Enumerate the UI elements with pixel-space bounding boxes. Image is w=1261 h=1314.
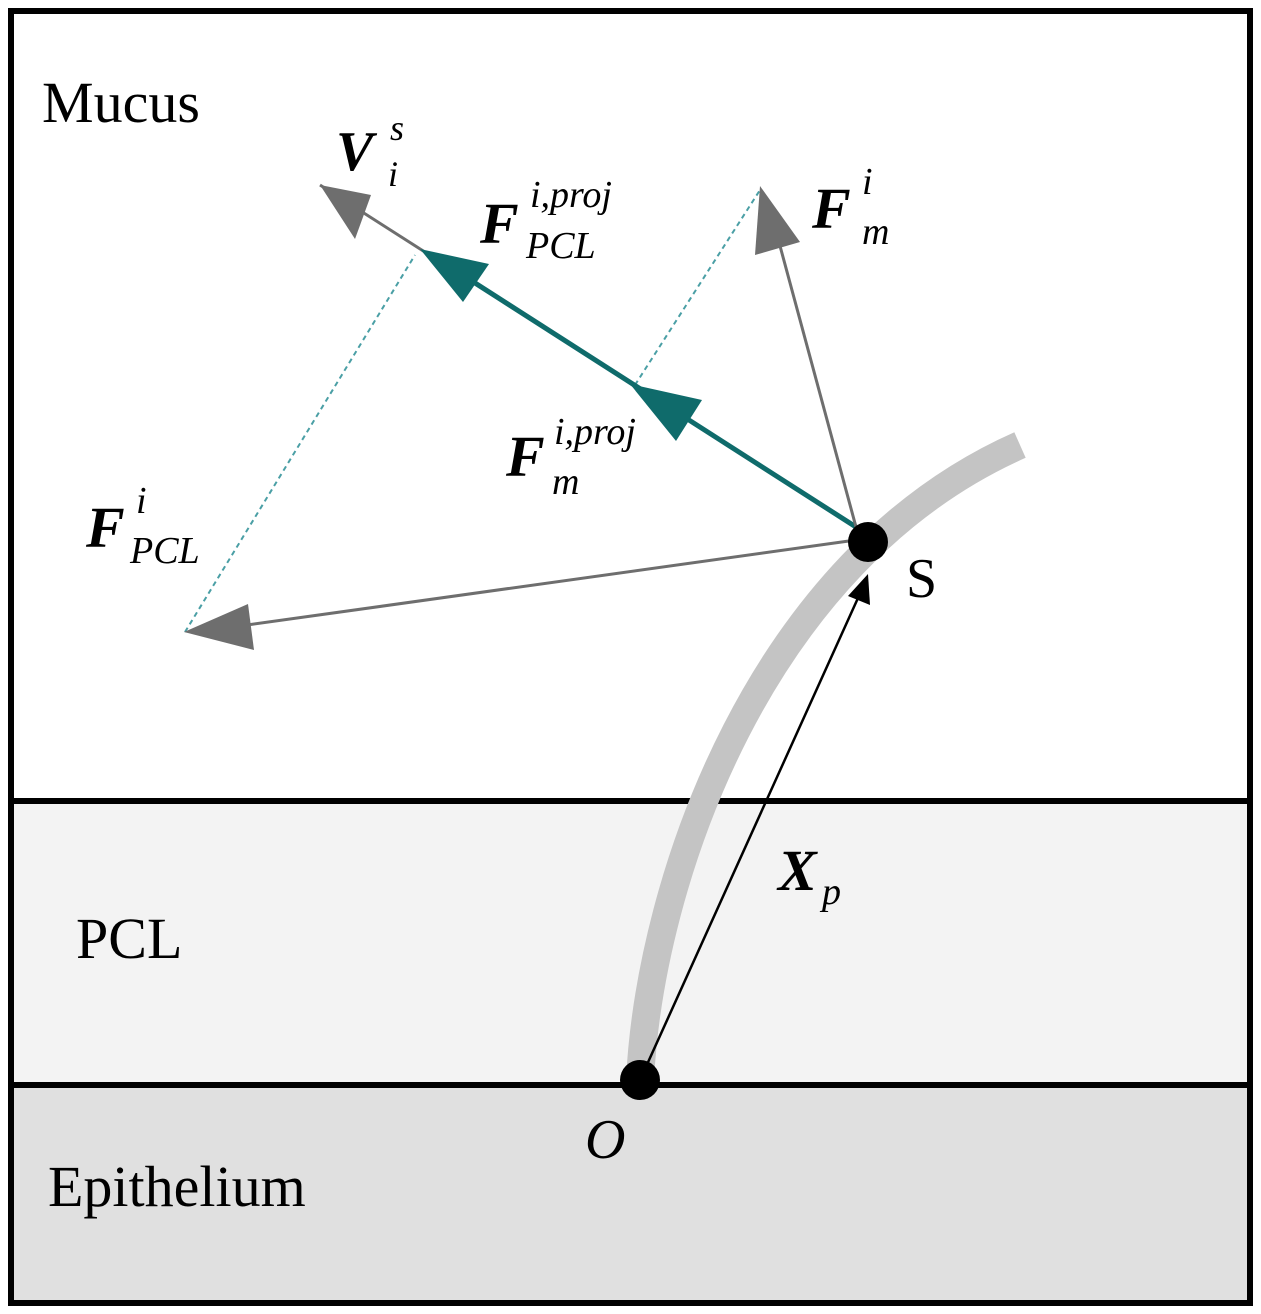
point-o-marker bbox=[620, 1060, 660, 1100]
label-x-p: X p bbox=[776, 838, 841, 913]
region-label-mucus: Mucus bbox=[42, 70, 200, 135]
svg-text:F: F bbox=[479, 191, 519, 256]
xp-vector-head bbox=[848, 574, 870, 605]
mucus-layer bbox=[11, 11, 1250, 801]
velocity-vector-head bbox=[320, 185, 371, 239]
svg-text:F: F bbox=[85, 495, 125, 560]
svg-text:i: i bbox=[388, 154, 398, 194]
point-o-label: O bbox=[585, 1109, 625, 1171]
fm-vector-arrow bbox=[771, 219, 858, 528]
svg-text:i: i bbox=[862, 161, 873, 203]
label-f-m-proj: F i,proj m bbox=[505, 411, 636, 503]
region-label-pcl: PCL bbox=[76, 906, 182, 971]
svg-text:i: i bbox=[136, 480, 147, 522]
projection-line-m bbox=[634, 189, 761, 386]
label-f-pcl-proj: F i,proj PCL bbox=[479, 174, 612, 267]
fpcl-proj-arrow-head bbox=[420, 249, 489, 302]
svg-text:PCL: PCL bbox=[129, 530, 200, 572]
region-label-epithelium: Epithelium bbox=[48, 1154, 306, 1219]
svg-text:i,proj: i,proj bbox=[554, 411, 636, 453]
fm-proj-arrow-head bbox=[630, 384, 702, 441]
svg-text:V: V bbox=[336, 121, 378, 183]
fm-vector-head bbox=[755, 186, 800, 255]
svg-text:X: X bbox=[776, 838, 818, 903]
fpcl-vector-head bbox=[184, 604, 254, 650]
svg-text:m: m bbox=[862, 211, 889, 253]
projection-line-pcl bbox=[184, 254, 416, 633]
label-f-pcl: F i PCL bbox=[85, 480, 200, 572]
svg-text:s: s bbox=[390, 108, 404, 148]
xp-vector-arrow bbox=[638, 597, 860, 1081]
svg-text:p: p bbox=[819, 871, 841, 913]
point-s-label: S bbox=[906, 548, 937, 610]
svg-text:F: F bbox=[505, 424, 545, 489]
label-v-i-s: V s i bbox=[336, 108, 404, 194]
label-f-m: F i m bbox=[811, 161, 889, 253]
outer-frame bbox=[8, 8, 1253, 1306]
point-s-marker bbox=[848, 522, 888, 562]
epithelium-layer bbox=[11, 1085, 1250, 1303]
svg-text:F: F bbox=[811, 176, 851, 241]
svg-text:m: m bbox=[552, 461, 579, 503]
svg-text:i,proj: i,proj bbox=[530, 174, 612, 216]
svg-text:PCL: PCL bbox=[525, 225, 596, 267]
fpcl-vector-arrow bbox=[239, 538, 857, 628]
cilium bbox=[626, 432, 1026, 1081]
